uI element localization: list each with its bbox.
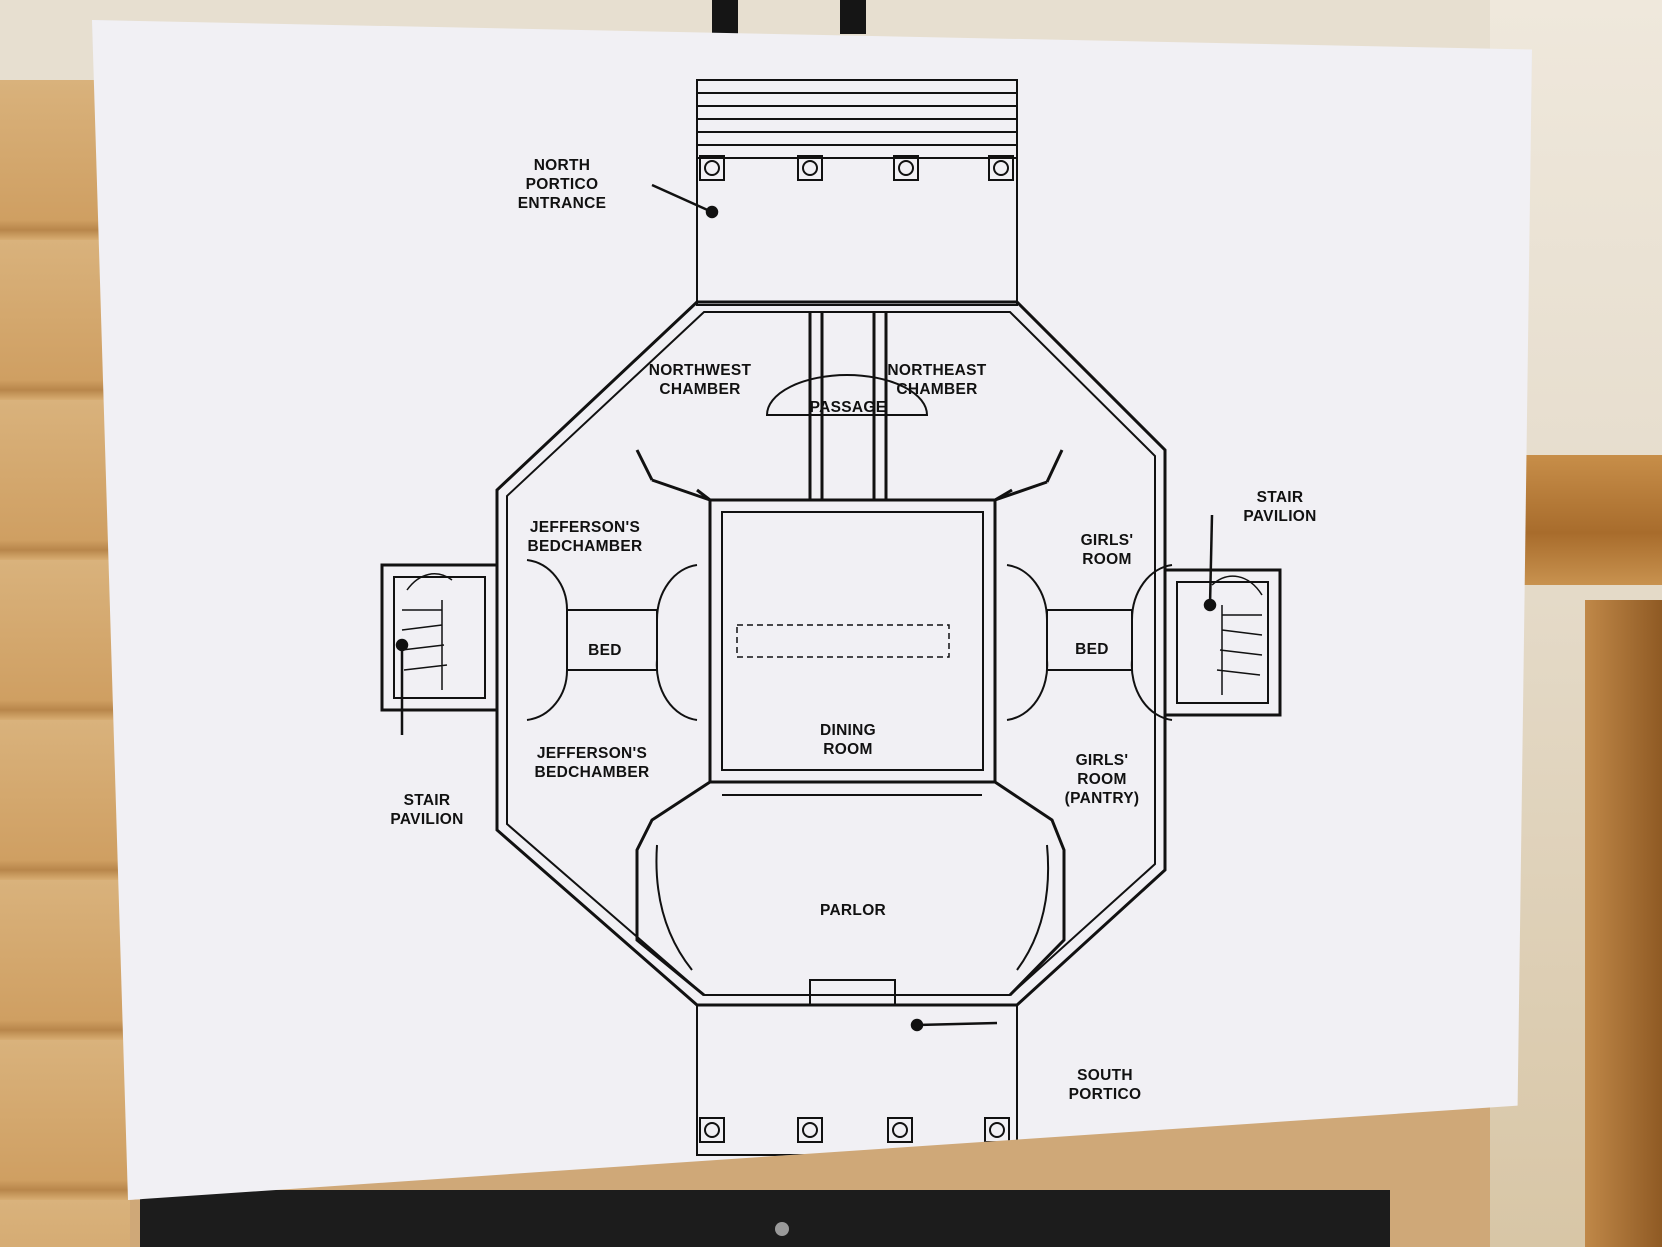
label-north-portico-line1: NORTH [534, 157, 591, 174]
label-bed-right: BED [1075, 641, 1109, 658]
bed-alcove-right [1006, 564, 1173, 721]
label-passage: PASSAGE [810, 399, 887, 416]
label-northwest-line2: CHAMBER [659, 381, 740, 398]
label-dining-line2: ROOM [823, 741, 872, 758]
label-girls-lower-line1: GIRLS' [1076, 752, 1129, 769]
label-jefferson-lower-line2: BEDCHAMBER [535, 764, 650, 781]
easel-clip [840, 0, 866, 34]
label-bed-left: BED [588, 642, 622, 659]
label-north-portico-line2: PORTICO [526, 176, 599, 193]
label-dining-line1: DINING [820, 722, 876, 739]
label-stair-right-line2: PAVILION [1243, 508, 1316, 525]
passage-walls [765, 312, 929, 500]
label-girls-lower-line2: ROOM [1077, 771, 1126, 788]
label-stair-left-line1: STAIR [404, 792, 451, 809]
stair-pavilion-right [1163, 568, 1282, 717]
north-portico [696, 79, 1018, 306]
label-stair-left-line2: PAVILION [390, 811, 463, 828]
south-column [984, 1117, 1010, 1143]
label-northeast-line1: NORTHEAST [887, 362, 986, 379]
label-north-portico-line3: ENTRANCE [518, 195, 607, 212]
bed-alcove-left [526, 559, 698, 721]
floor-plan-board: NORTH PORTICO ENTRANCE NORTHWEST CHAMBER NO… [92, 20, 1532, 1200]
north-column [988, 155, 1014, 181]
stair-pavilion-left [380, 563, 499, 712]
label-jefferson-upper-line2: BEDCHAMBER [528, 538, 643, 555]
label-girls-upper-line1: GIRLS' [1081, 532, 1134, 549]
easel-ledge [140, 1190, 1390, 1247]
north-column [699, 155, 725, 181]
south-column [797, 1117, 823, 1143]
easel-knob [775, 1222, 789, 1236]
floor-plan-drawing: NORTH PORTICO ENTRANCE NORTHWEST CHAMBER NO… [380, 79, 1316, 1156]
north-column [893, 155, 919, 181]
label-northwest-line1: NORTHWEST [649, 362, 752, 379]
background-wood-post [1585, 600, 1662, 1247]
svg-text:GIRLS'ROOM(PANTRY): GIRLS' ROOM (PANTRY) [1065, 752, 1140, 807]
chamber-dividers [635, 449, 1064, 502]
south-window [809, 979, 896, 1006]
background-wood-trim [1500, 455, 1662, 585]
label-parlor: PARLOR [820, 902, 886, 919]
south-column [699, 1117, 725, 1143]
south-portico [696, 1004, 1018, 1156]
svg-text:GIRLS'ROOM: GIRLS' ROOM [1081, 532, 1134, 568]
north-column [797, 155, 823, 181]
label-south-portico-line2: PORTICO [1069, 1086, 1142, 1103]
south-column [887, 1117, 913, 1143]
easel-clip [712, 0, 738, 34]
label-south-portico-line1: SOUTH [1077, 1067, 1133, 1084]
label-northeast-line2: CHAMBER [896, 381, 977, 398]
label-jefferson-upper-line1: JEFFERSON'S [530, 519, 640, 536]
label-girls-upper-line2: ROOM [1082, 551, 1131, 568]
parlor-walls [635, 780, 1066, 997]
label-girls-lower-line3: (PANTRY) [1065, 790, 1140, 807]
label-stair-right-line1: STAIR [1257, 489, 1304, 506]
label-jefferson-lower-line1: JEFFERSON'S [537, 745, 647, 762]
